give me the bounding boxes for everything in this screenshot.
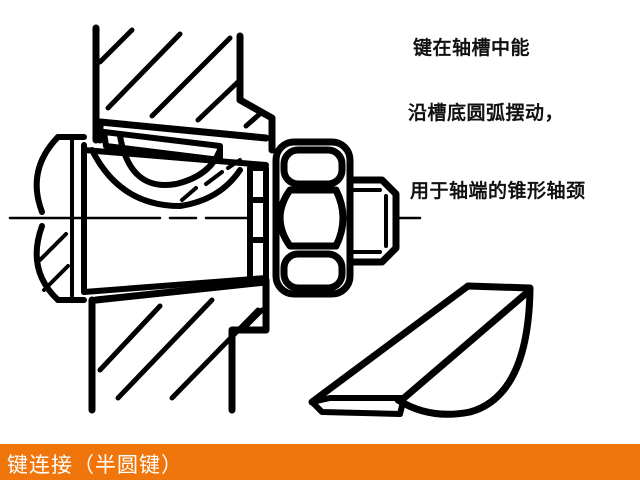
hub-lower-hatching bbox=[97, 297, 265, 401]
shaft-break-hatching bbox=[38, 232, 70, 292]
note-line-2: 沿槽底圆弧摆动， bbox=[408, 102, 565, 124]
woodruff-key-section bbox=[89, 129, 243, 209]
hub-upper bbox=[92, 24, 276, 154]
hex-nut bbox=[272, 138, 354, 298]
key-isometric-view bbox=[308, 282, 534, 418]
thread-end bbox=[348, 176, 400, 266]
hub-lower bbox=[88, 276, 270, 414]
hub-upper-hatching bbox=[97, 27, 265, 129]
woodruff-key-diagram bbox=[8, 24, 534, 418]
slide-title: 键连接（半圆键） bbox=[7, 453, 183, 477]
note-line-1: 键在轴槽中能 bbox=[413, 37, 531, 59]
key-slot-hatching bbox=[180, 158, 242, 202]
footer-bar: 键连接（半圆键） bbox=[0, 444, 640, 480]
note-line-3: 用于轴端的锥形轴颈 bbox=[410, 180, 586, 202]
washer bbox=[247, 165, 269, 283]
